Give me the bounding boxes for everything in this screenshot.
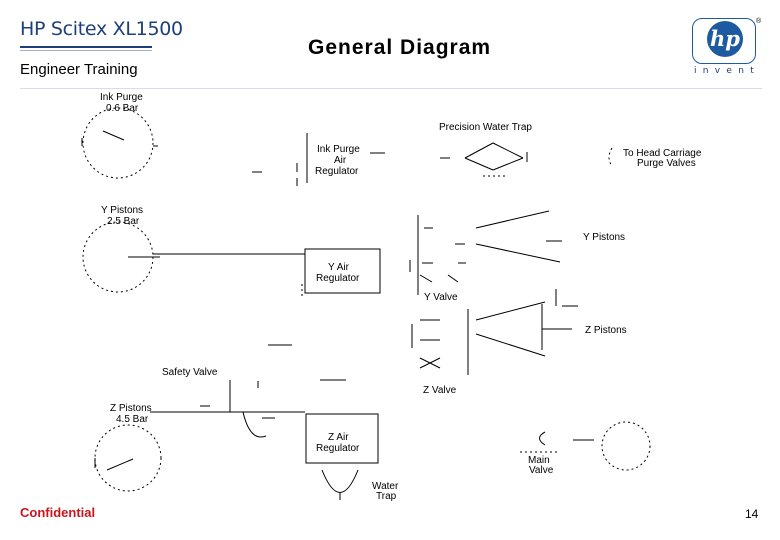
y-pistons-gauge — [82, 221, 305, 293]
z-pistons-label: Z Pistons — [585, 325, 627, 336]
page-number: 14 — [745, 507, 759, 521]
y-pistons-gauge-label-1: Y Pistons — [101, 205, 143, 216]
head-carriage-connector — [608, 147, 613, 167]
ink-purge-regulator-label-2: Air — [334, 155, 347, 166]
z-pistons-gauge-label-1: Z Pistons — [110, 403, 152, 414]
logo-tagline: invent — [694, 66, 761, 76]
safety-valve — [150, 380, 305, 438]
header-divider — [20, 88, 762, 89]
ink-purge-regulator — [252, 133, 385, 186]
y-valve — [409, 210, 562, 295]
hp-logo: hp — [692, 18, 756, 64]
y-air-regulator-label-1: Y Air — [328, 262, 350, 273]
z-air-regulator-label-2: Regulator — [316, 443, 360, 454]
ink-purge-gauge — [81, 107, 158, 179]
y-valve-label: Y Valve — [424, 292, 458, 303]
y-pistons-gauge-label-2: 2.5 Bar — [107, 216, 140, 227]
brand-underline-light — [20, 50, 152, 51]
ink-purge-gauge-label-2: 0.6 Bar — [106, 103, 139, 114]
ink-purge-gauge-label-1: Ink Purge — [100, 92, 143, 103]
ink-purge-regulator-label-1: Ink Purge — [317, 144, 360, 155]
subtitle: Engineer Training — [20, 61, 138, 78]
head-carriage-label-2: Purge Valves — [637, 158, 696, 169]
main-valve — [520, 421, 651, 471]
water-trap-label-1: Water — [372, 481, 399, 492]
ink-purge-regulator-label-3: Regulator — [315, 166, 359, 177]
water-trap-label-2: Trap — [376, 491, 397, 502]
z-pistons-gauge — [94, 424, 162, 492]
z-air-regulator — [305, 413, 379, 464]
brand-underline — [20, 46, 152, 48]
brand-title: HP Scitex XL1500 — [20, 18, 183, 40]
y-air-regulator — [301, 248, 381, 298]
page-title: General Diagram — [308, 36, 492, 59]
precision-water-trap — [440, 142, 528, 177]
y-air-regulator-label-2: Regulator — [316, 273, 360, 284]
y-pistons-label: Y Pistons — [583, 232, 625, 243]
safety-valve-label: Safety Valve — [162, 367, 218, 378]
main-valve-label-2: Valve — [529, 465, 554, 476]
water-trap — [321, 469, 359, 500]
head-carriage-label-1: To Head Carriage — [623, 148, 702, 159]
z-air-regulator-label-1: Z Air — [328, 432, 349, 443]
z-valve-label: Z Valve — [423, 385, 457, 396]
main-valve-label-1: Main — [528, 455, 550, 466]
z-valve — [411, 289, 578, 375]
precision-water-trap-label: Precision Water Trap — [439, 122, 532, 133]
confidential-label: Confidential — [20, 505, 96, 520]
hp-logo-mark: hp — [707, 21, 743, 57]
z-pistons-gauge-label-2: 4.5 Bar — [116, 414, 149, 425]
registered-mark: ® — [756, 18, 762, 25]
